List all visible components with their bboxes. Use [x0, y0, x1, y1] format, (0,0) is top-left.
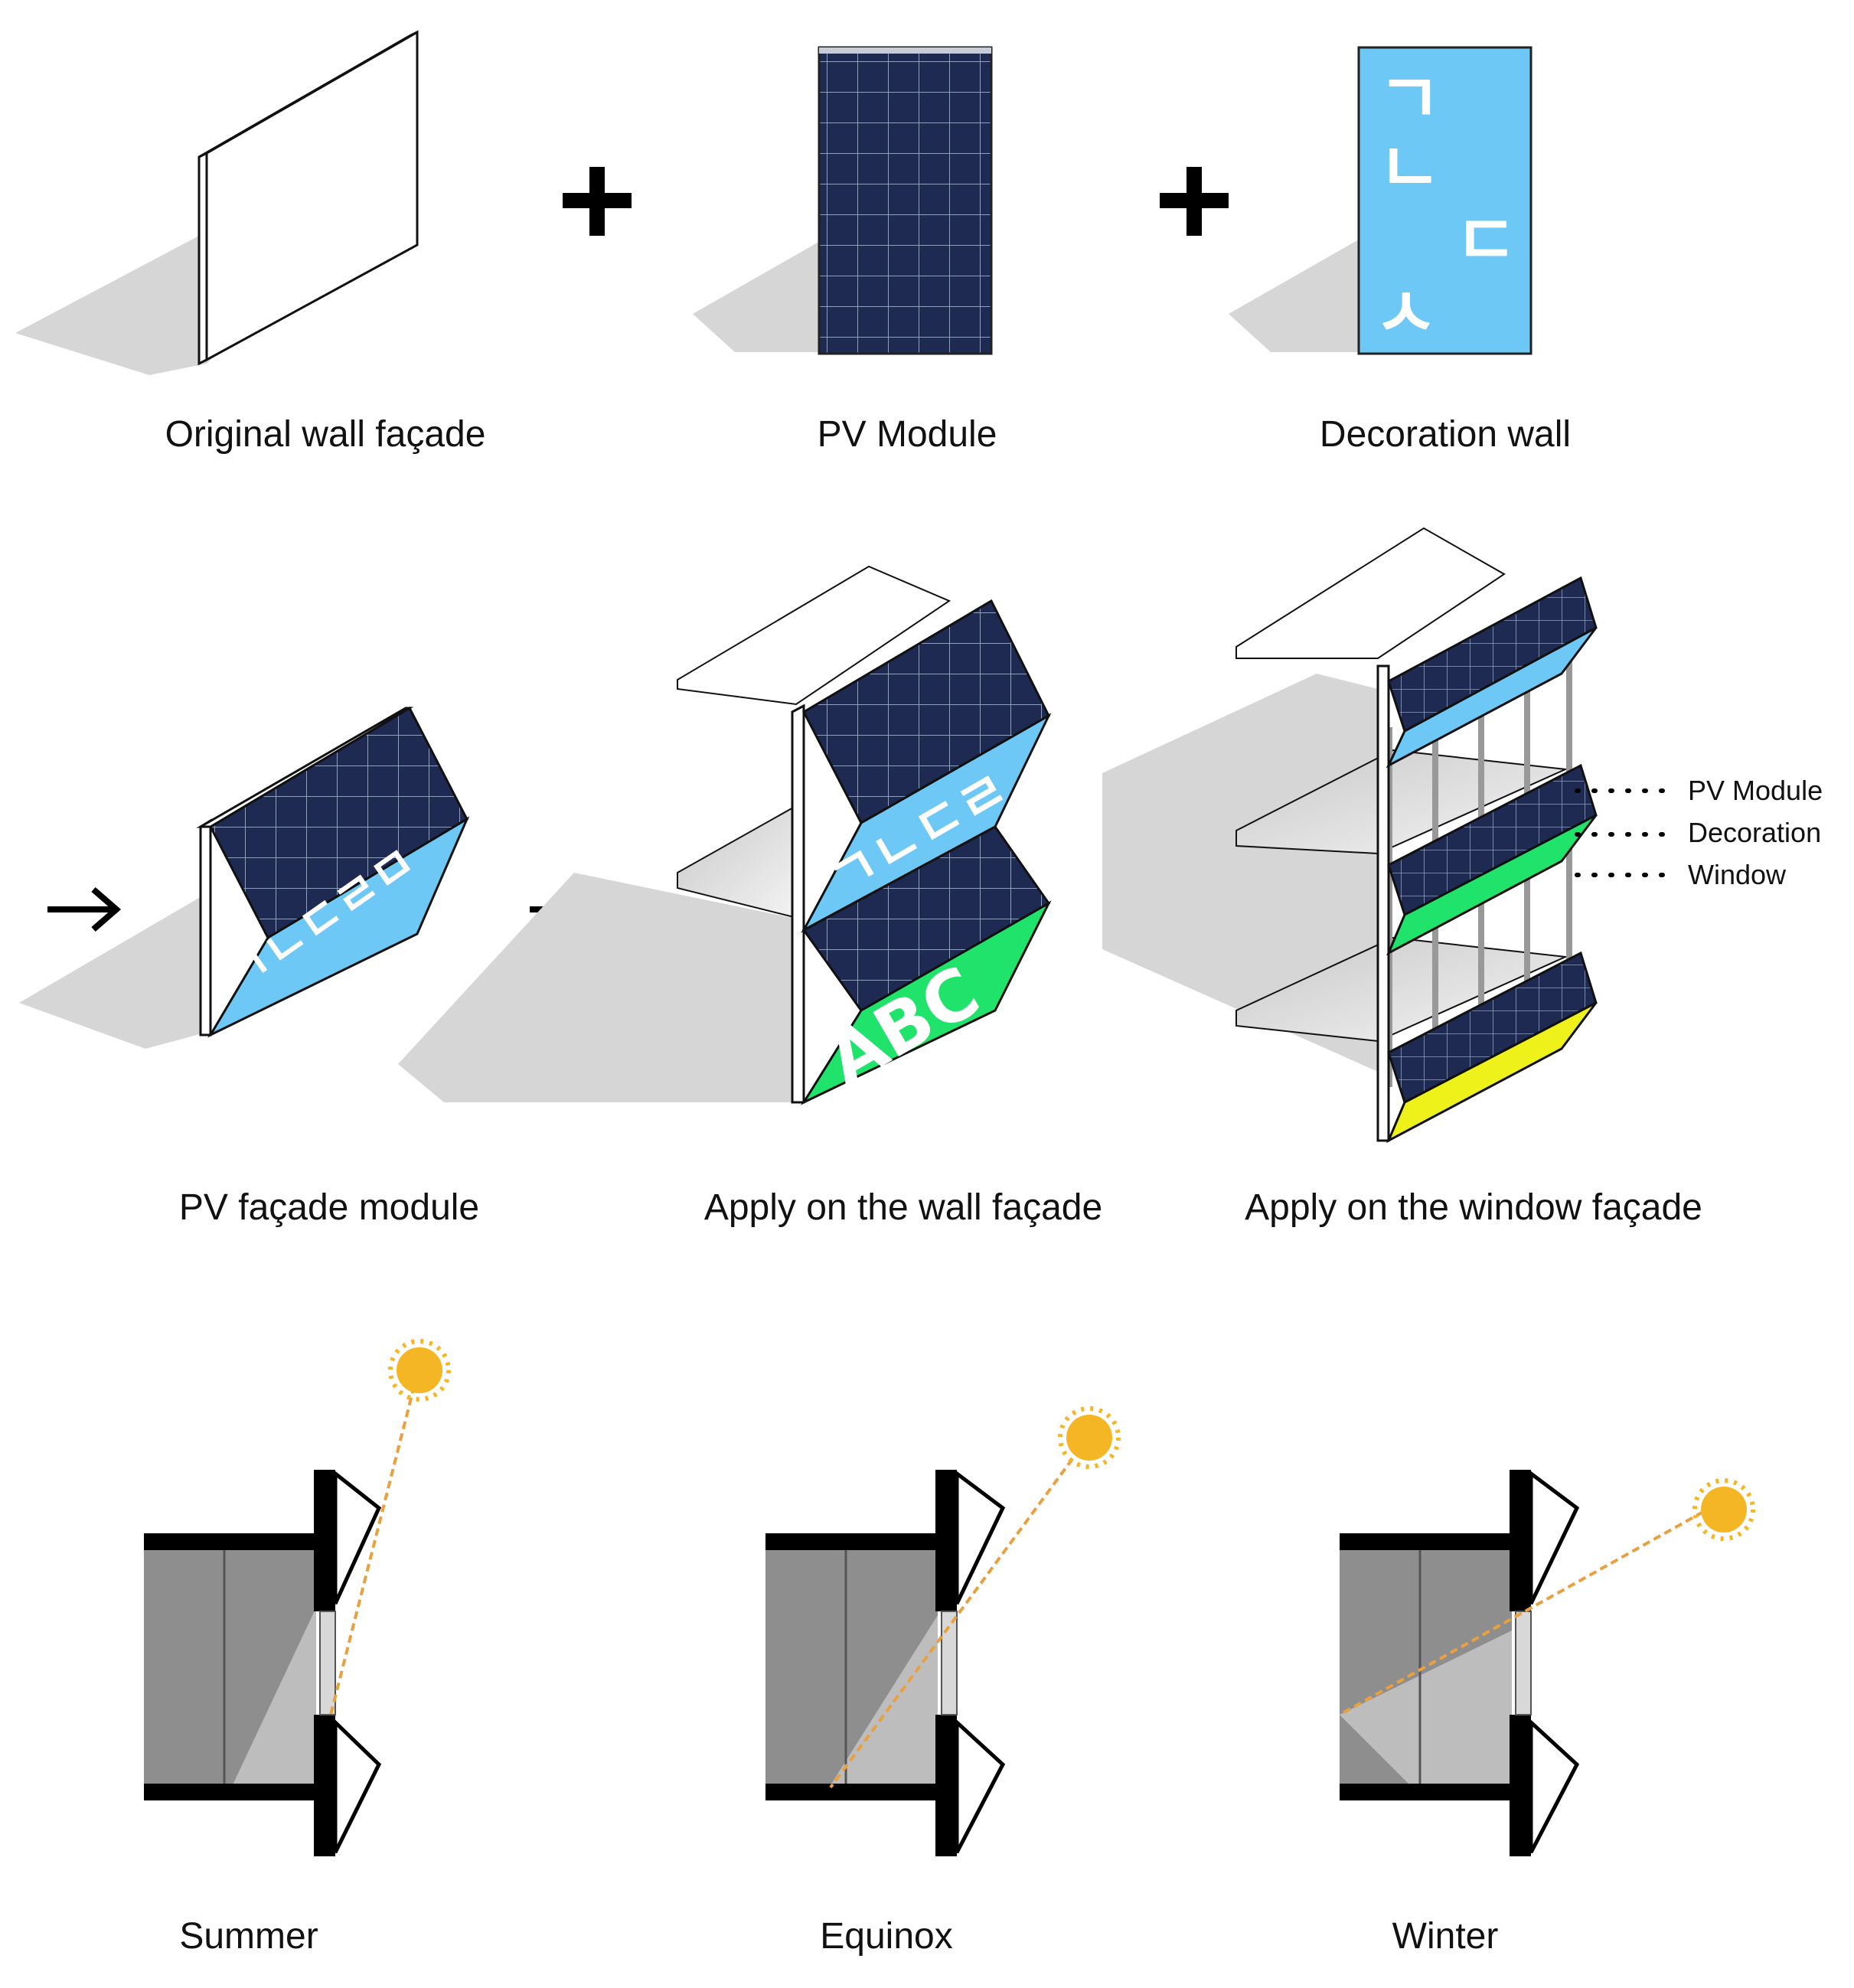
sun-ray: [329, 1373, 419, 1715]
decoration-panel: [1357, 46, 1532, 355]
wall-top-edge: [198, 31, 418, 158]
module-wall-edge: [199, 818, 212, 1036]
pv-shadow: [693, 237, 827, 352]
sun-icon: [1692, 1478, 1755, 1541]
wall-lower: [314, 1715, 335, 1856]
floor-slab: [144, 1784, 316, 1800]
lower-shading-triangle: [333, 1718, 382, 1854]
window-facade-shadow: [1102, 674, 1378, 1072]
sun-ray: [829, 1438, 1089, 1789]
wall-front-face: [205, 30, 419, 362]
section-summer: [144, 1339, 451, 1856]
middle-decoration-surface: [1386, 814, 1598, 956]
wall-upper: [314, 1470, 335, 1611]
floor-slab: [765, 1784, 938, 1800]
wall-upper: [1510, 1470, 1531, 1611]
window-glass: [319, 1611, 336, 1715]
label-summer: Summer: [179, 1916, 318, 1957]
light-patch: [230, 1608, 316, 1791]
pv-module-illustration: [693, 46, 993, 355]
pv-facade-module-illustration: ㄱㄴㄷㄹㅁ: [19, 706, 470, 1049]
wall-lower: [1510, 1715, 1531, 1856]
ceiling-slab: [144, 1533, 316, 1550]
window-facade-illustration: [1102, 527, 1598, 1144]
plus-icon: [1160, 167, 1229, 236]
label-apply-wall: Apply on the wall façade: [704, 1187, 1102, 1228]
module-top-cap: [196, 707, 414, 828]
wall-facade-shadow: [398, 873, 796, 1102]
window-wall-edge: [1376, 664, 1390, 1142]
hangul-glyph: ㄱ: [1378, 59, 1441, 139]
original-wall-illustration: [15, 30, 419, 375]
label-apply-window: Apply on the window façade: [1245, 1187, 1702, 1228]
sun-icon: [1058, 1406, 1121, 1469]
top-decoration-surface: [1386, 626, 1598, 769]
deco-shadow: [1229, 237, 1363, 352]
wall-facade-illustration: ㄱㄴㄷㄹ ABC: [398, 565, 1052, 1105]
bottom-decoration-surface: [1386, 1001, 1598, 1144]
plus-icon: [563, 167, 632, 236]
section-equinox: [765, 1406, 1121, 1856]
upper-shading-triangle: [1529, 1470, 1580, 1605]
wall-upper: [935, 1470, 957, 1611]
module-shadow: [19, 896, 203, 1049]
lower-shading-triangle: [955, 1718, 1006, 1854]
callout-decoration-label: Decoration: [1688, 817, 1821, 848]
callout-window-label: Window: [1688, 859, 1787, 890]
wall-edge: [791, 703, 805, 1104]
wall-edge: [197, 151, 208, 366]
section-winter: [1339, 1470, 1755, 1856]
hangul-glyph: ㄴ: [1378, 128, 1441, 208]
lower-decoration-surface: [800, 900, 1052, 1105]
decoration-wall-illustration: ㄱ ㄴ ㄷ ㅅ: [1229, 46, 1532, 355]
floor-slab: [1340, 1784, 1512, 1800]
hangul-glyph: ㅅ: [1374, 273, 1438, 354]
upper-shading-triangle: [333, 1469, 382, 1605]
window-glass: [1515, 1611, 1532, 1715]
light-patch: [1340, 1631, 1512, 1791]
pv-panel: [818, 46, 993, 355]
callout-pv-module: PV Module: [1575, 775, 1823, 806]
lower-shading-triangle: [1529, 1718, 1580, 1854]
upper-slab: [677, 565, 951, 706]
callout-window: Window: [1575, 859, 1787, 890]
sun-ray: [1339, 1510, 1704, 1716]
label-pv-module: PV Module: [818, 414, 997, 455]
upper-shading-triangle: [955, 1470, 1006, 1605]
wall-lower: [935, 1715, 957, 1856]
label-winter: Winter: [1392, 1916, 1499, 1957]
callout-decoration: Decoration: [1575, 817, 1821, 848]
arrow-right-icon: [47, 886, 122, 932]
top-slab: [1235, 527, 1506, 659]
ceiling-slab: [1340, 1533, 1512, 1550]
pv-frame-top: [819, 47, 991, 54]
label-original-wall: Original wall façade: [165, 414, 486, 455]
module-decoration-surface: [207, 816, 470, 1038]
label-pv-facade-module: PV façade module: [179, 1187, 479, 1228]
sun-icon: [388, 1339, 451, 1402]
light-patch: [827, 1615, 938, 1791]
window-glass: [941, 1611, 958, 1715]
callout-pv-module-label: PV Module: [1688, 775, 1823, 806]
label-equinox: Equinox: [820, 1916, 952, 1957]
ceiling-slab: [765, 1533, 938, 1550]
hangul-glyph: ㄷ: [1454, 201, 1518, 281]
label-decoration-wall: Decoration wall: [1320, 414, 1571, 455]
